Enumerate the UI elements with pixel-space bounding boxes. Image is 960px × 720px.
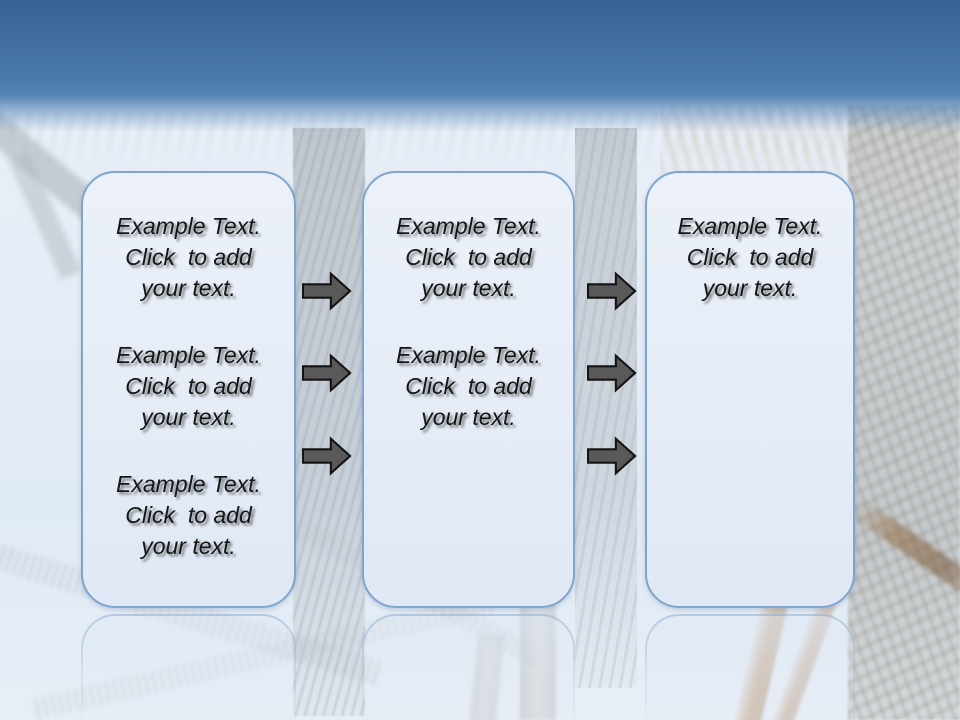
right-arrow-icon — [587, 436, 637, 476]
placeholder-text: Example Text. Click to add your text. — [677, 213, 823, 301]
placeholder-text: Example Text. Click to add your text. — [396, 213, 541, 301]
placeholder-text: Example Text. Click to add your text. — [116, 213, 261, 301]
process-box-2: Example Text. Click to add your text. Ex… — [362, 171, 575, 608]
right-arrow-icon — [302, 436, 352, 476]
palm-trunk-right-decor — [848, 496, 960, 606]
placeholder-text: Example Text. Click to add your text. — [116, 471, 261, 559]
right-arrow-icon — [302, 271, 352, 311]
placeholder-text: Example Text. Click to add your text. — [396, 342, 541, 430]
tree-right-decor — [848, 105, 960, 720]
palm-trunk-left-decor — [8, 152, 82, 280]
palm-foliage-gap-decor — [293, 128, 365, 716]
right-arrow-icon — [587, 271, 637, 311]
box-reflection — [362, 614, 575, 720]
right-arrow-icon — [587, 353, 637, 393]
header-bar — [0, 0, 960, 132]
process-box-1: Example Text. Click to add your text. Ex… — [81, 171, 296, 608]
placeholder-text: Example Text. Click to add your text. — [116, 342, 261, 430]
process-box-3: Example Text. Click to add your text. — [645, 171, 855, 608]
right-arrow-icon — [302, 353, 352, 393]
palm-foliage-gap-decor — [575, 128, 637, 688]
box-reflection — [645, 614, 855, 720]
box-reflection — [81, 614, 296, 720]
